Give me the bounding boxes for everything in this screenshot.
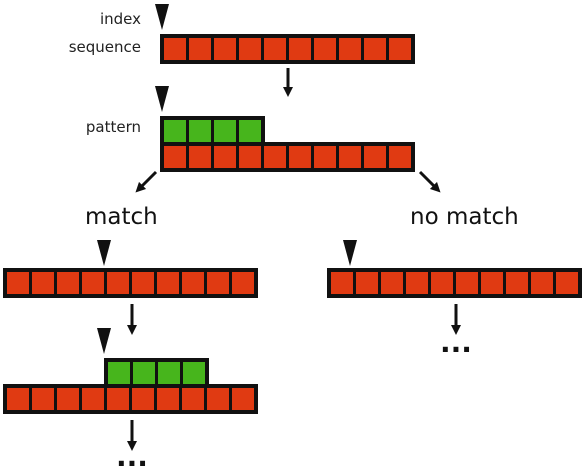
match-label: match <box>85 204 158 230</box>
sequence-cell <box>32 272 54 294</box>
pattern-row-match <box>104 358 209 388</box>
sequence-cell <box>239 38 261 60</box>
sequence-cell <box>331 272 353 294</box>
sequence-cell <box>182 388 204 410</box>
sequence-cell <box>164 146 186 168</box>
pattern-cell <box>183 362 205 384</box>
no-match-label: no match <box>410 204 519 230</box>
sequence-cell <box>57 388 79 410</box>
pattern-cell <box>239 120 261 142</box>
pattern-row-2 <box>160 116 265 146</box>
sequence-cell <box>157 272 179 294</box>
sequence-cell <box>289 146 311 168</box>
sequence-cell <box>239 146 261 168</box>
arrow-match <box>135 170 158 193</box>
sequence-label: sequence <box>69 38 141 56</box>
sequence-cell <box>132 388 154 410</box>
sequence-cell <box>381 272 403 294</box>
sequence-cell <box>82 272 104 294</box>
pattern-label: pattern <box>86 118 141 136</box>
ellipsis-no-match: ... <box>440 326 472 359</box>
index-pointer-2 <box>155 86 169 112</box>
sequence-cell <box>32 388 54 410</box>
sequence-cell <box>107 388 129 410</box>
sequence-cell <box>7 388 29 410</box>
sequence-cell <box>339 38 361 60</box>
sequence-cell <box>389 146 411 168</box>
sequence-cell <box>364 146 386 168</box>
pattern-cell <box>189 120 211 142</box>
sequence-cell <box>506 272 528 294</box>
sequence-cell <box>232 272 254 294</box>
sequence-cell <box>314 38 336 60</box>
pattern-cell <box>133 362 155 384</box>
sequence-cell <box>556 272 578 294</box>
pattern-cell <box>108 362 130 384</box>
sequence-cell <box>214 146 236 168</box>
sequence-cell <box>82 388 104 410</box>
sequence-cell <box>431 272 453 294</box>
sequence-cell <box>132 272 154 294</box>
sequence-cell <box>57 272 79 294</box>
index-pointer-match-2 <box>97 328 111 354</box>
sequence-row-2 <box>160 142 415 172</box>
sequence-row-match-2 <box>3 384 258 414</box>
pattern-cell <box>164 120 186 142</box>
sequence-cell <box>7 272 29 294</box>
sequence-cell <box>157 388 179 410</box>
sequence-cell <box>406 272 428 294</box>
sequence-cell <box>289 38 311 60</box>
sequence-cell <box>189 38 211 60</box>
sequence-cell <box>232 388 254 410</box>
sequence-cell <box>314 146 336 168</box>
sequence-cell <box>456 272 478 294</box>
sequence-cell <box>364 38 386 60</box>
ellipsis-match: ... <box>116 440 148 469</box>
sequence-cell <box>264 146 286 168</box>
sequence-cell <box>356 272 378 294</box>
sequence-cell <box>207 388 229 410</box>
index-pointer-match <box>97 240 111 266</box>
pattern-cell <box>214 120 236 142</box>
index-pointer-1 <box>155 4 169 30</box>
sequence-cell <box>207 272 229 294</box>
sequence-row-1 <box>160 34 415 64</box>
sequence-cell <box>189 146 211 168</box>
sequence-cell <box>531 272 553 294</box>
sequence-cell <box>214 38 236 60</box>
sequence-row-no-match <box>327 268 582 298</box>
sequence-cell <box>481 272 503 294</box>
index-label: index <box>100 10 141 28</box>
sequence-cell <box>164 38 186 60</box>
sequence-row-match <box>3 268 258 298</box>
sequence-cell <box>389 38 411 60</box>
pattern-cell <box>158 362 180 384</box>
sequence-cell <box>107 272 129 294</box>
arrow-no-match <box>418 170 441 193</box>
index-pointer-no-match <box>343 240 357 266</box>
sequence-cell <box>339 146 361 168</box>
sequence-cell <box>264 38 286 60</box>
sequence-cell <box>182 272 204 294</box>
